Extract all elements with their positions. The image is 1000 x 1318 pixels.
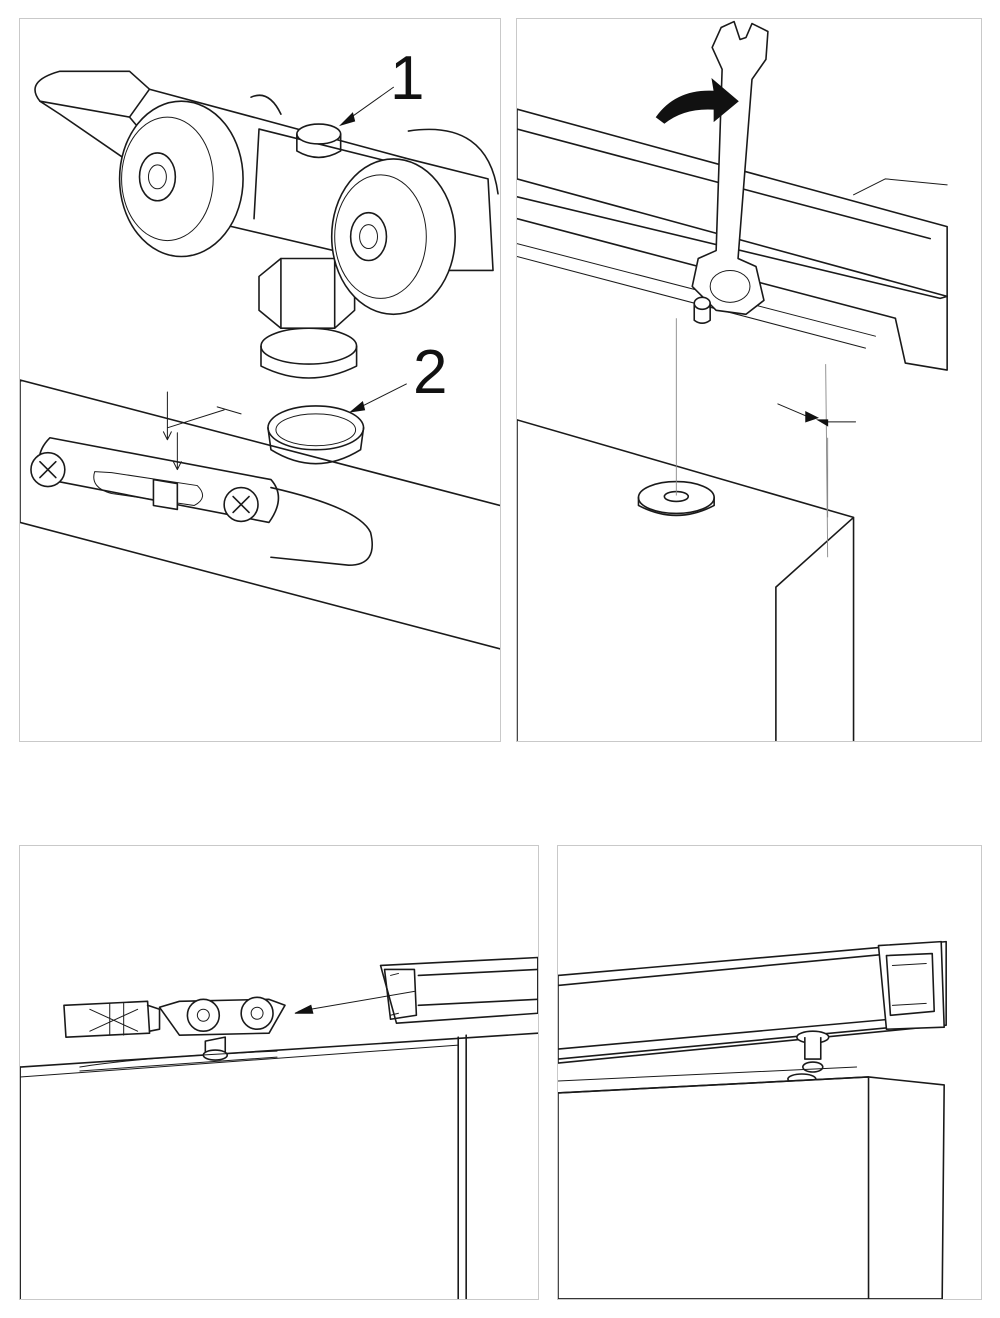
step-panel-insert-trolley xyxy=(19,845,539,1300)
step-panel-tighten-wrench: 5 xyxy=(516,18,982,742)
projection-lines xyxy=(675,318,829,558)
clip-arrow-down xyxy=(172,432,182,471)
rotate-arrow-icon xyxy=(655,78,739,124)
track-profile xyxy=(379,956,538,1025)
bracket-plate xyxy=(79,1050,278,1072)
bracket-pin xyxy=(152,478,179,511)
phillips-screw-icon xyxy=(30,451,66,488)
track-rail xyxy=(558,940,947,1064)
leader-arrow-2 xyxy=(348,401,366,413)
door-front-edge xyxy=(558,1076,870,1299)
step-panel-hang-door xyxy=(557,845,982,1300)
hang-door-drawing xyxy=(558,940,947,1299)
dimension-line-5 xyxy=(777,403,857,423)
callout-2: 2 xyxy=(413,338,448,407)
door-top-line xyxy=(20,1032,538,1068)
dimension-arrows xyxy=(805,411,829,427)
clip-arrows xyxy=(162,391,242,441)
door-cutout xyxy=(270,486,373,567)
wrench-adjust-drawing xyxy=(517,20,948,741)
trolley-mounting-drawing xyxy=(20,70,500,650)
insertion-arrow xyxy=(294,1004,314,1014)
insert-trolley-drawing xyxy=(20,956,538,1299)
bracket-slot xyxy=(93,471,203,506)
door-washer xyxy=(637,480,715,517)
bolt-stub xyxy=(693,296,711,325)
trolley-carriage-icon xyxy=(158,996,286,1061)
cap-part xyxy=(267,405,365,465)
track-rail-profile xyxy=(894,295,948,371)
door-top-line xyxy=(558,1066,858,1082)
leader-line-1 xyxy=(348,86,394,120)
end-stop-icon xyxy=(63,1000,161,1038)
track-rail-top xyxy=(853,178,948,196)
door-edges xyxy=(20,1034,467,1299)
trolley-wheel-rear xyxy=(250,94,499,195)
leader-arrow-1 xyxy=(338,112,356,127)
door-top-edge xyxy=(20,379,500,650)
insertion-path xyxy=(298,990,415,1012)
step-panel-mount-trolley: 1 2 xyxy=(19,18,501,742)
trolley-wheel xyxy=(330,158,456,316)
open-end-wrench-icon xyxy=(691,20,769,316)
door-top-bevel xyxy=(20,1044,459,1078)
leader-line-2 xyxy=(358,383,407,409)
phillips-screw-icon xyxy=(223,486,259,523)
callout-1: 1 xyxy=(390,44,425,113)
adjusting-nut xyxy=(258,257,358,379)
door-panel xyxy=(558,1076,945,1299)
door-panel xyxy=(517,419,855,741)
trolley-wheel xyxy=(118,100,244,258)
